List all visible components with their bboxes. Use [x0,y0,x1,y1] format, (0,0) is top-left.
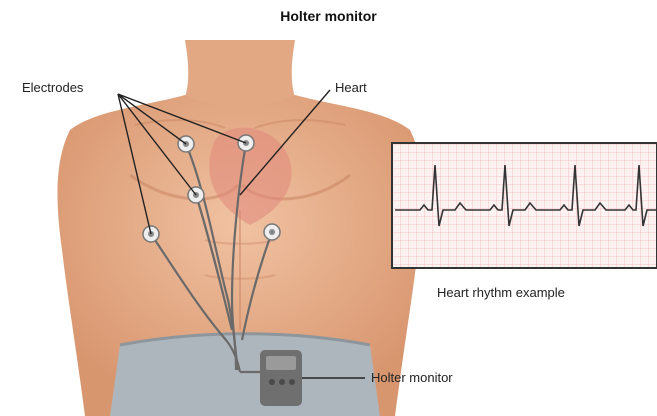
holter-monitor-label: Holter monitor [371,370,453,385]
heart-label: Heart [335,80,367,95]
electrode-5 [264,224,280,240]
ecg-caption: Heart rhythm example [437,285,565,300]
electrodes-label: Electrodes [22,80,83,95]
ecg-panel [392,143,657,268]
pants [110,334,380,416]
